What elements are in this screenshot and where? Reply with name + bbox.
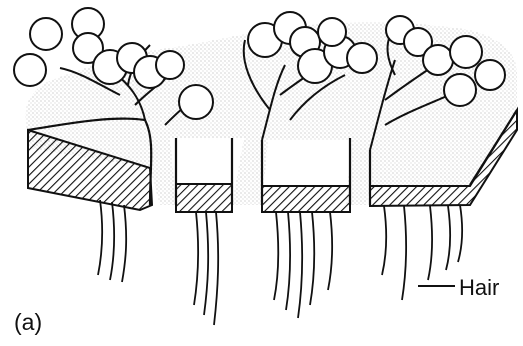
epidermis-segment-2 <box>176 184 232 212</box>
epidermis-segment-3 <box>262 186 350 212</box>
hair-strands <box>98 200 462 325</box>
panel-label: (a) <box>14 309 42 336</box>
hair-label: Hair <box>459 275 499 301</box>
